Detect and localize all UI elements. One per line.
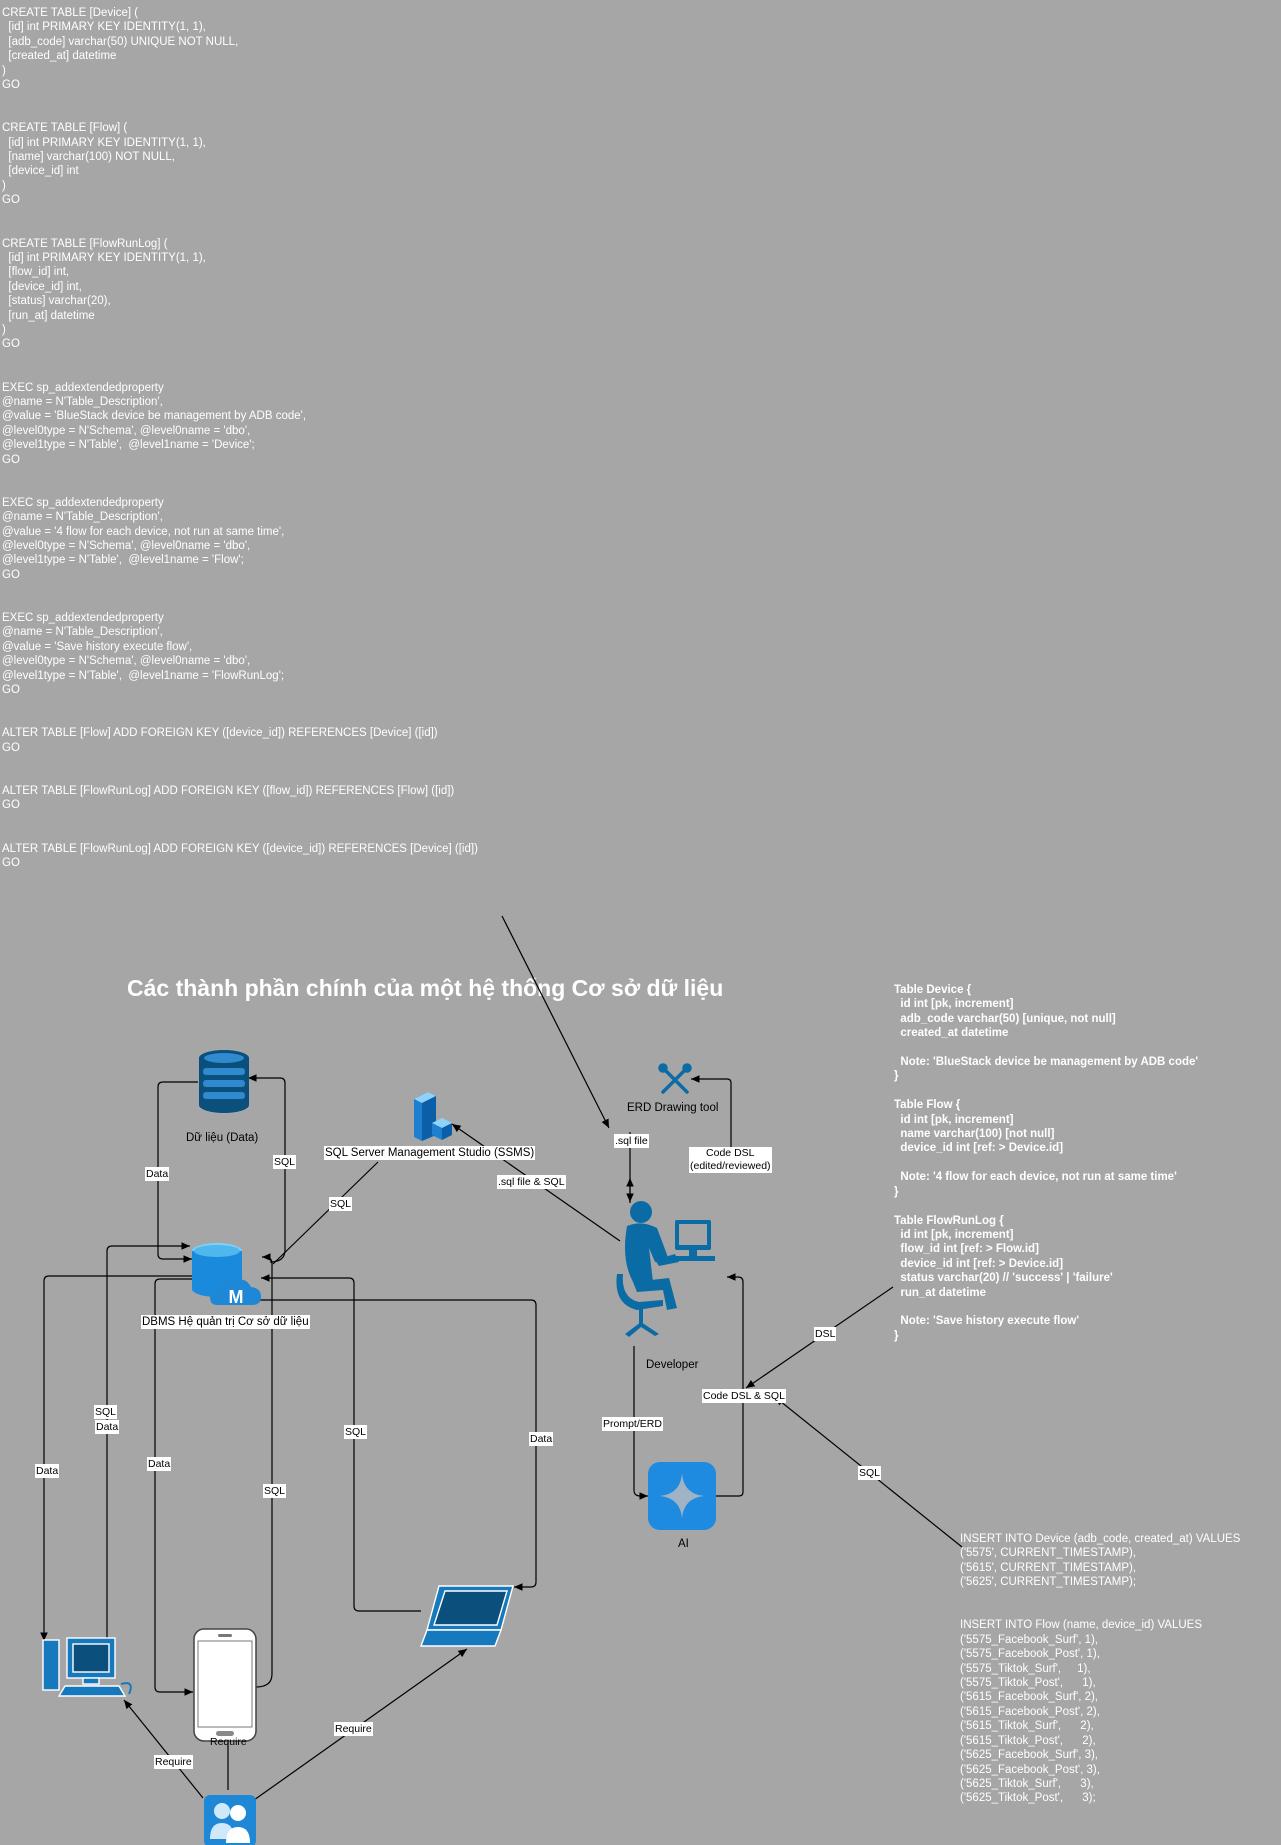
edge-label-dsl: DSL: [814, 1327, 837, 1341]
ai-label: AI: [678, 1538, 689, 1550]
erd-tool-icon: [658, 1063, 692, 1094]
laptop-icon: [419, 1585, 514, 1647]
edge-label-laptop-data: Data: [529, 1432, 554, 1446]
edge-label-sql-file-sql: .sql file & SQL: [497, 1175, 566, 1189]
edge-laptop-to-dbms: [261, 1274, 421, 1612]
edge-label-require-laptop: Require: [334, 1722, 373, 1736]
sql-script-text: CREATE TABLE [Device] ( [id] int PRIMARY…: [2, 7, 478, 869]
diagram-title: Các thành phần chính của một hệ thống Cơ…: [127, 975, 724, 1001]
edge-label-desktop-data: Data: [95, 1420, 120, 1434]
edge-label-desktop-sql: SQL: [94, 1405, 118, 1419]
edge-label-sql-ssms: SQL: [329, 1197, 353, 1211]
dbml-script-text: Table Device { id int [pk, increment] ad…: [894, 984, 1199, 1342]
edge-dev-prompt-ai: [633, 1346, 648, 1500]
ssms-label: SQL Server Management Studio (SSMS): [324, 1146, 536, 1160]
edge-dbms-to-db: [248, 1074, 286, 1263]
edge-label-mobile-data: Data: [147, 1457, 172, 1471]
erd-tool-label: ERD Drawing tool: [627, 1102, 719, 1114]
edge-label-mobile-sql: SQL: [263, 1484, 287, 1498]
mobile-require-label: Require: [210, 1736, 247, 1748]
code-dsl-sql-label: Code DSL & SQL: [702, 1389, 786, 1403]
database-label: Dữ liệu (Data): [186, 1132, 259, 1144]
code-dsl-reviewed-label: Code DSL (edited/reviewed): [689, 1147, 772, 1173]
edge-label-sql-file: .sql file: [614, 1134, 649, 1148]
edge-label-prompt-erd: Prompt/ERD: [602, 1417, 663, 1431]
edge-mobile-to-dbms: [255, 1253, 273, 1688]
edge-label-desktop-data-left: Data: [35, 1464, 60, 1478]
edge-dbms-to-desktop: [40, 1275, 210, 1641]
edge-label-require-desktop: Require: [154, 1755, 193, 1769]
edge-dbms-to-ssms: [272, 1161, 379, 1265]
database-icon: [199, 1050, 249, 1113]
edge-code-dsl-to-erd: [691, 1075, 732, 1152]
edge-users-to-desktop: [123, 1699, 204, 1799]
edge-dbms-to-laptop: [240, 1299, 537, 1591]
edge-desktop-to-dbms: [106, 1242, 190, 1639]
svg-text:M: M: [229, 1287, 244, 1307]
developer-label: Developer: [646, 1359, 699, 1371]
edge-label-data-db: Data: [145, 1167, 170, 1181]
edge-label-laptop-sql: SQL: [344, 1425, 368, 1439]
edge-top-to-developer: [501, 915, 610, 1129]
dbms-icon: M: [192, 1243, 261, 1307]
ai-icon: [648, 1462, 716, 1530]
edge-label-sql-db: SQL: [273, 1155, 297, 1169]
desktop-computer-icon: [42, 1637, 132, 1697]
developer-icon: [616, 1201, 715, 1337]
mobile-phone-icon: [193, 1628, 257, 1742]
dbms-label: DBMS Hệ quản trị Cơ sở dữ liệu: [141, 1315, 310, 1329]
edge-dbms-to-mobile: [154, 1278, 210, 1696]
users-icon: [204, 1795, 256, 1845]
edge-label-sql-insert: SQL: [858, 1466, 882, 1480]
edge-ai-to-developer: [716, 1273, 744, 1497]
ssms-icon: [414, 1092, 452, 1141]
insert-script-text: INSERT INTO Device (adb_code, created_at…: [960, 1533, 1241, 1805]
